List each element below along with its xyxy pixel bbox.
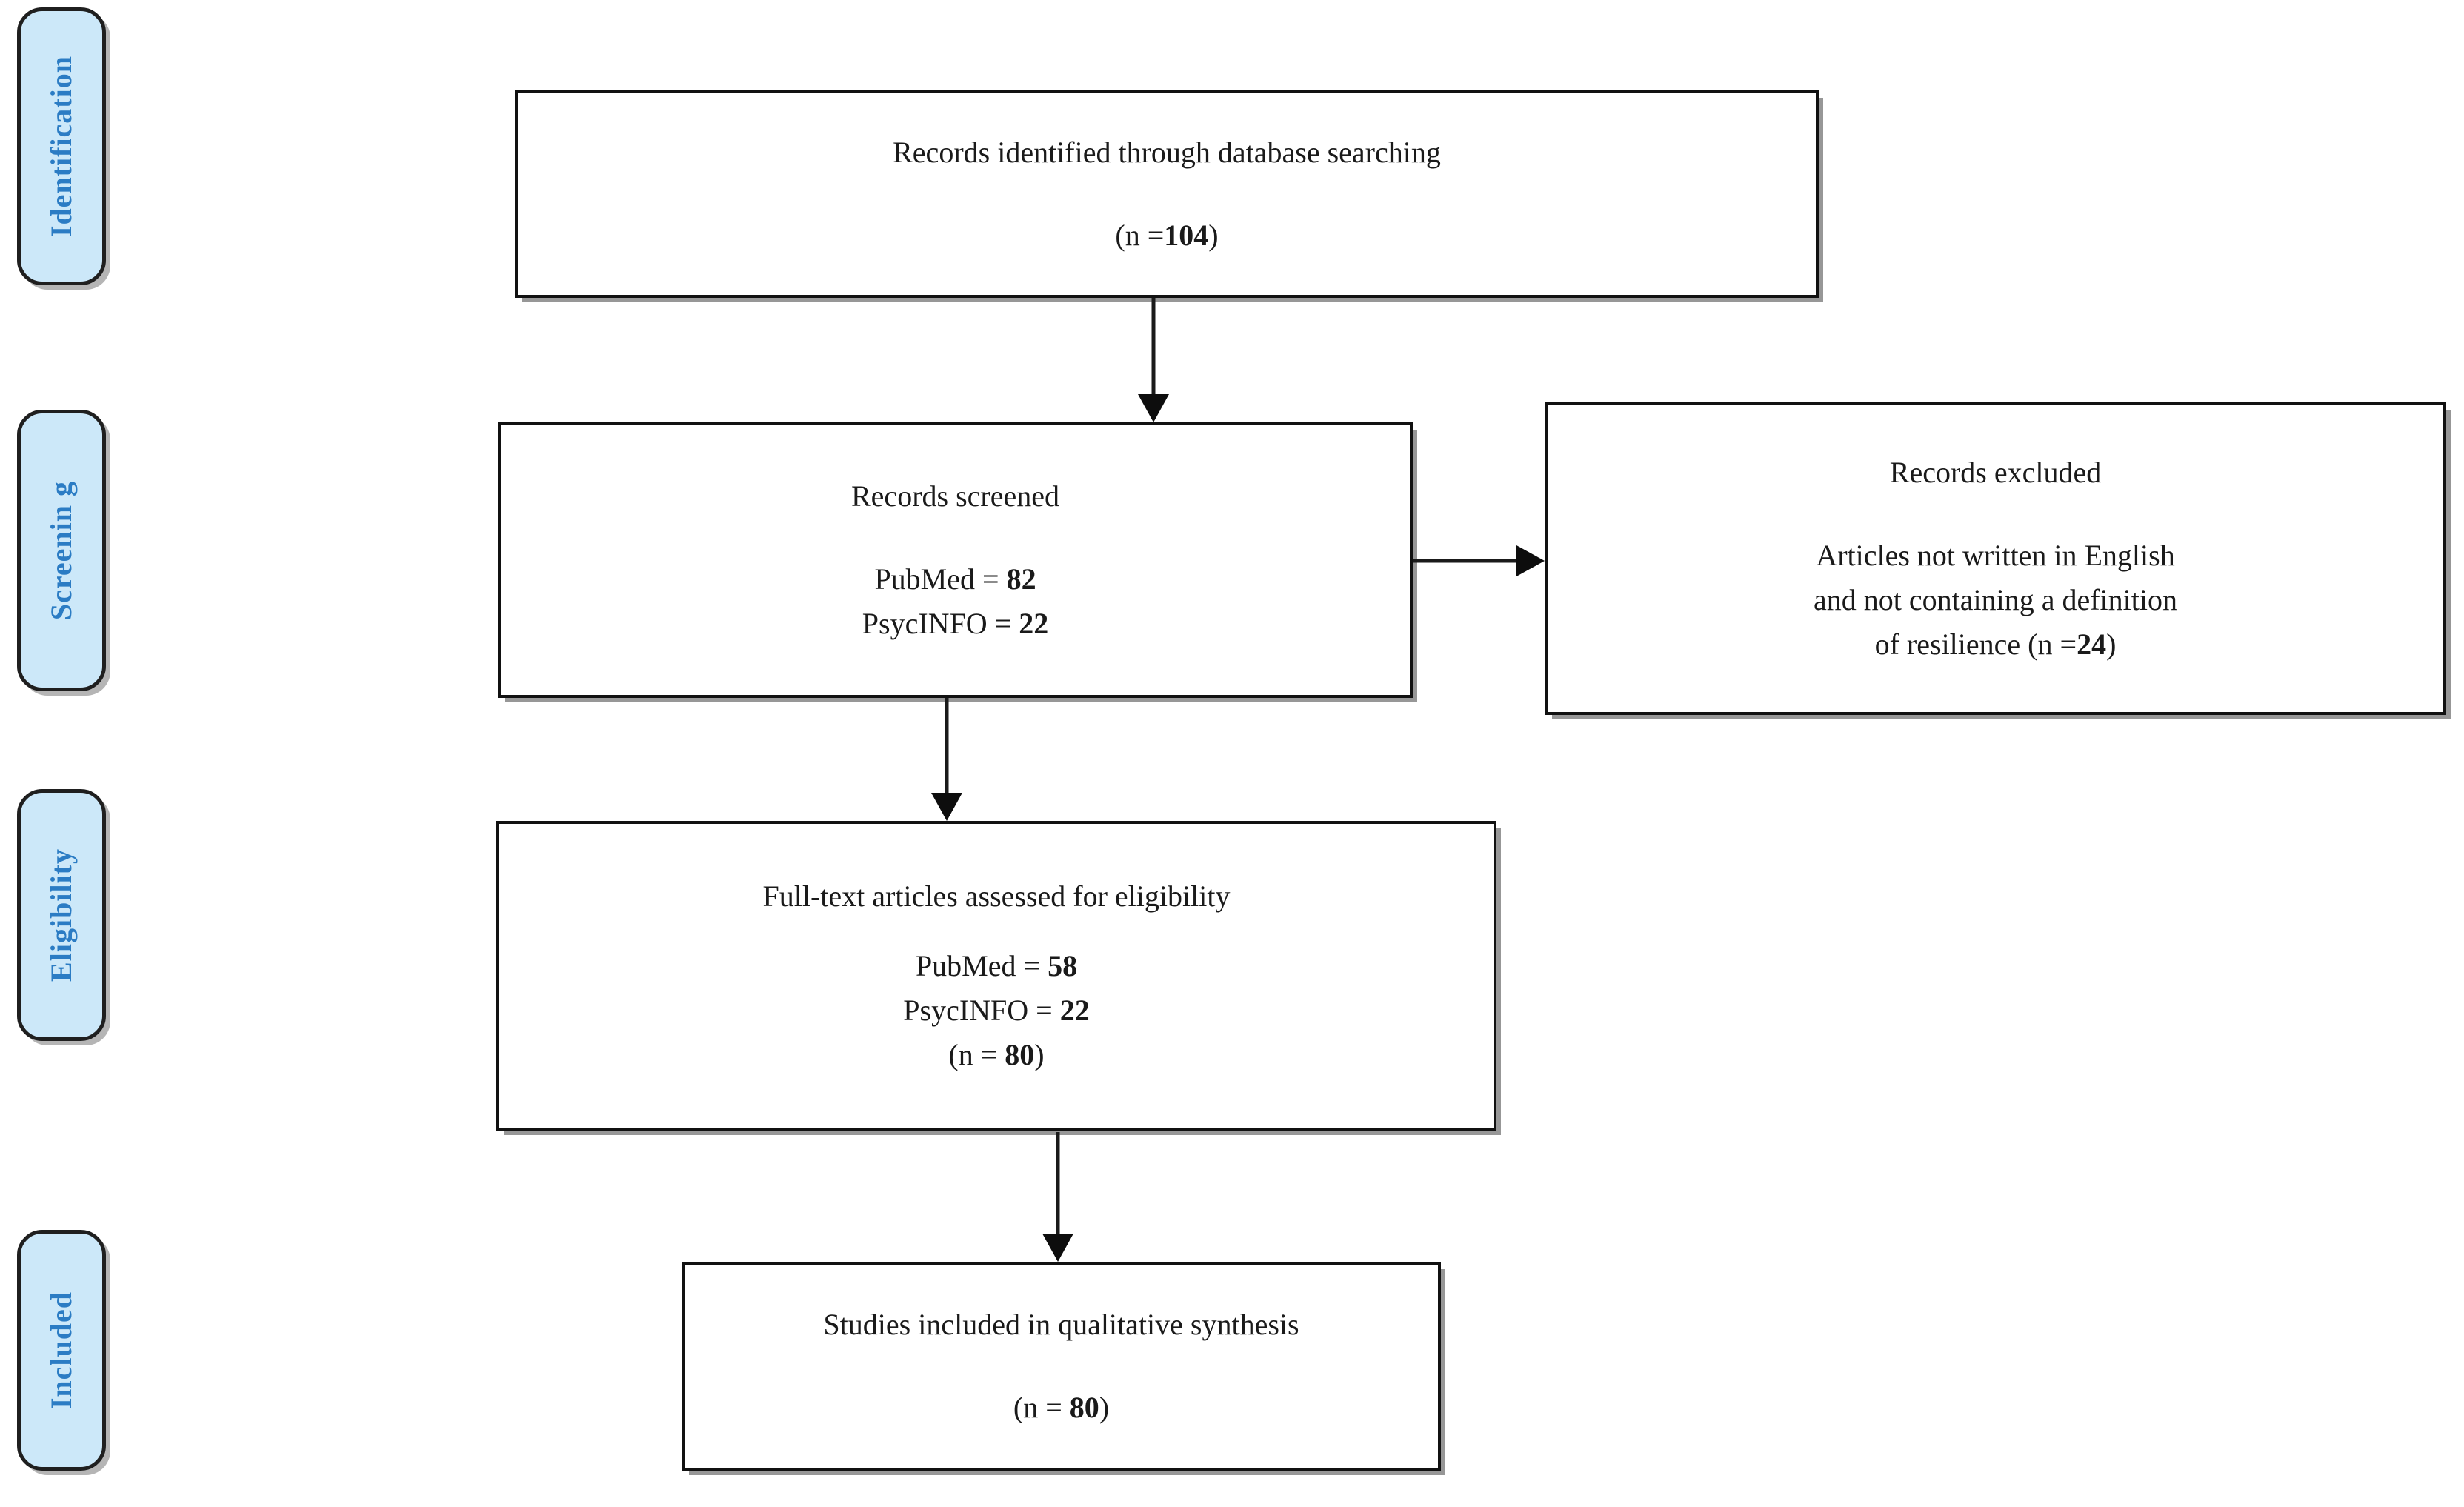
stage-pill-identification: Identification: [17, 7, 106, 285]
box-studies-included-title: Studies included in qualitative synthesi…: [823, 1308, 1299, 1341]
excluded-suffix: ): [2106, 628, 2117, 661]
box-fulltext-eligibility-title: Full-text articles assessed for eligibil…: [762, 879, 1231, 913]
stage-label-included: Included: [44, 1291, 78, 1410]
box-records-excluded-reason-1: Articles not written in English: [1816, 539, 2175, 572]
total-prefix: (n =: [948, 1038, 1005, 1071]
box-studies-included: Studies included in qualitative synthesi…: [682, 1262, 1441, 1471]
box-records-screened-pubmed: PubMed = 82: [874, 557, 1036, 602]
box-records-screened-psycinfo: PsycINFO = 22: [862, 602, 1048, 646]
total-value: 80: [1005, 1038, 1035, 1071]
box-records-identified-title: Records identified through database sear…: [893, 136, 1441, 169]
box-records-identified-count: (n =104): [1115, 213, 1218, 258]
box-records-identified: Records identified through database sear…: [515, 90, 1819, 298]
stage-pill-included: Included: [17, 1230, 106, 1471]
box-records-excluded-title: Records excluded: [1889, 456, 2102, 489]
box-records-excluded-reason-2: and not containing a definition: [1814, 583, 2177, 616]
pubmed-value: 58: [1048, 949, 1078, 982]
pubmed-label: PubMed =: [915, 949, 1048, 982]
box-records-excluded: Records excluded Articles not written in…: [1545, 402, 2446, 715]
box-studies-included-total: (n = 80): [1013, 1385, 1109, 1430]
box-fulltext-pubmed: PubMed = 58: [916, 944, 1077, 988]
excluded-prefix: of resilience (n =: [1874, 628, 2077, 661]
box-fulltext-psycinfo: PsycINFO = 22: [903, 988, 1089, 1033]
psycinfo-value: 22: [1019, 607, 1049, 640]
psycinfo-label: PsycINFO =: [903, 994, 1060, 1027]
psycinfo-value: 22: [1059, 994, 1090, 1027]
total-suffix: ): [1034, 1038, 1045, 1071]
stage-pill-screening: Screenin g: [17, 410, 106, 691]
psycinfo-label: PsycINFO =: [862, 607, 1019, 640]
total-suffix: ): [1099, 1391, 1110, 1424]
box-records-screened-title: Records screened: [851, 479, 1059, 513]
stage-label-identification: Identification: [44, 55, 78, 238]
stage-label-screening: Screenin g: [44, 480, 78, 621]
total-prefix: (n =: [1013, 1391, 1070, 1424]
box-fulltext-eligibility: Full-text articles assessed for eligibil…: [496, 821, 1496, 1131]
box-records-screened: Records screened PubMed = 82 PsycINFO = …: [498, 422, 1413, 698]
total-value: 80: [1069, 1391, 1099, 1424]
pubmed-value: 82: [1006, 562, 1036, 596]
stage-label-eligibility: Eligibility: [44, 848, 78, 982]
box-records-excluded-reason-3: of resilience (n =24): [1875, 622, 2117, 667]
pubmed-label: PubMed =: [874, 562, 1007, 596]
stage-pill-eligibility: Eligibility: [17, 789, 106, 1041]
count-value: 104: [1164, 219, 1209, 252]
box-fulltext-total: (n = 80): [948, 1033, 1044, 1077]
count-prefix: (n =: [1115, 219, 1165, 252]
excluded-value: 24: [2077, 628, 2107, 661]
count-suffix: ): [1208, 219, 1219, 252]
